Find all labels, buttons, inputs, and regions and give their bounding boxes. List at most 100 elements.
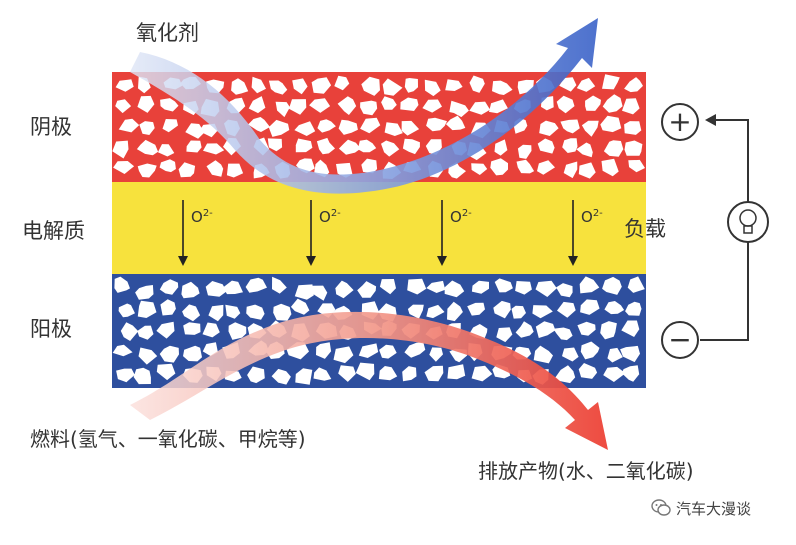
pore [445, 115, 466, 131]
pore [562, 347, 579, 362]
ion-label: O [319, 208, 331, 226]
pore [449, 100, 469, 118]
pore [426, 117, 447, 132]
pore [248, 96, 266, 114]
pore [467, 302, 485, 316]
pore [562, 138, 578, 153]
pore [137, 300, 157, 318]
pore [311, 285, 328, 301]
pore [295, 368, 313, 385]
pore [400, 97, 419, 111]
pore [622, 98, 640, 115]
pore [624, 77, 643, 93]
pore [445, 79, 463, 91]
pore [494, 139, 508, 156]
pore [532, 305, 553, 319]
electrolyte-layer [112, 182, 646, 274]
pore [576, 142, 593, 158]
svg-text:O2-: O2- [191, 208, 213, 226]
pore [337, 96, 357, 115]
pore [245, 277, 267, 293]
pore [404, 78, 418, 93]
pore [601, 158, 619, 177]
pore [115, 79, 134, 92]
pore [251, 76, 266, 94]
pore [379, 344, 397, 359]
pore [115, 99, 132, 114]
pore [159, 345, 179, 363]
pore [118, 303, 135, 318]
pore [160, 98, 179, 112]
pore [560, 119, 580, 134]
pore [555, 365, 576, 384]
pore [268, 119, 290, 137]
pore [139, 121, 155, 135]
pore [295, 138, 313, 153]
pore [559, 77, 577, 92]
pore [231, 78, 249, 95]
pore [379, 279, 396, 295]
pore [137, 163, 157, 178]
pore [160, 299, 176, 316]
pore [602, 276, 622, 295]
pore [185, 123, 205, 139]
pore [113, 161, 135, 174]
pore [334, 75, 350, 91]
cathode-label: 阴极 [30, 115, 72, 139]
pore [378, 366, 398, 381]
pore [114, 276, 130, 293]
pore [578, 162, 596, 179]
pore [585, 95, 601, 111]
pore [357, 139, 377, 153]
oxidant-flow-arrow [130, 18, 598, 194]
pore [272, 276, 287, 294]
pore [535, 321, 556, 338]
pore [225, 304, 241, 319]
pore [516, 159, 535, 174]
pore [382, 78, 403, 96]
pore [381, 140, 400, 157]
ion-label: O [191, 208, 203, 226]
pore [267, 138, 283, 152]
pore [294, 121, 316, 136]
pore [206, 160, 224, 177]
pore [579, 276, 600, 294]
wechat-icon [651, 499, 671, 516]
pore [602, 94, 623, 113]
pore [159, 159, 176, 173]
pore [581, 120, 599, 137]
pore [203, 143, 225, 155]
pore [580, 341, 600, 360]
exhaust-label: 排放产物(水、二氧化碳) [478, 459, 694, 483]
pore [248, 117, 270, 132]
pore [600, 115, 622, 133]
load-label: 负载 [624, 217, 666, 241]
pore [268, 80, 288, 95]
pore [288, 99, 307, 115]
pore [490, 158, 508, 176]
pore [182, 304, 201, 322]
pore [116, 368, 135, 383]
positive-terminal: + [661, 103, 699, 141]
pore [311, 77, 332, 94]
pore [429, 347, 443, 362]
pore [246, 304, 265, 320]
pore [426, 304, 445, 319]
pore [621, 320, 640, 337]
pore [208, 304, 224, 322]
pore [316, 137, 335, 155]
pore [136, 139, 159, 156]
pore [577, 321, 596, 336]
pore [183, 345, 202, 362]
pore [292, 78, 308, 95]
pore [627, 276, 645, 293]
pore [316, 342, 332, 359]
pore [156, 321, 175, 339]
pore [492, 80, 513, 95]
pore [273, 303, 292, 321]
ion-label: O [581, 208, 593, 226]
pore [426, 280, 446, 293]
watermark: 汽车大漫谈 [650, 497, 751, 519]
pore [407, 278, 427, 295]
pore [493, 300, 511, 319]
